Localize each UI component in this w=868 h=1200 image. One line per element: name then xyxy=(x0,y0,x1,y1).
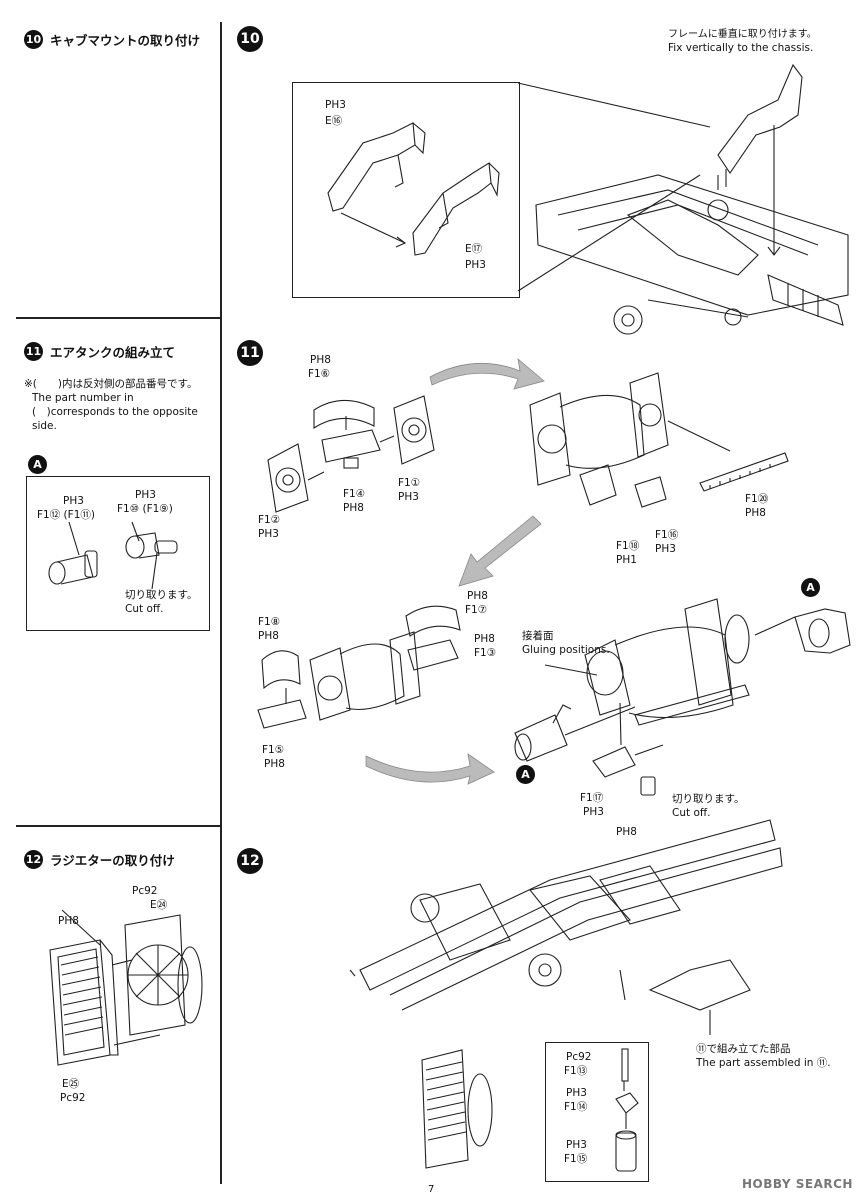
part-label: PH8 xyxy=(264,758,285,770)
part-label: E㉕ xyxy=(62,1078,80,1090)
part-label: Pc92 xyxy=(566,1051,592,1063)
step-12-inset-box: Pc92 F1⑬ PH3 F1⑭ PH3 F1⑮ xyxy=(545,1042,649,1182)
assembled-note-en: The part assembled in ⑪. xyxy=(696,1057,831,1069)
part-label: PH3 xyxy=(63,495,84,507)
part-label: PH3 xyxy=(655,543,676,555)
section-title-text: エアタンクの組み立て xyxy=(50,345,176,360)
marker-a: A xyxy=(516,765,535,784)
radiator-drawing xyxy=(49,909,203,1066)
inset-parts-drawing xyxy=(615,1048,639,1172)
part-label: PH8 xyxy=(467,590,488,602)
air-tank-exploded-2 xyxy=(257,605,461,729)
parts-note: ※( )内は反対側の部品番号です。 The part number in ( )… xyxy=(24,377,218,433)
part-label: E㉔ xyxy=(150,899,168,911)
step-badge: 12 xyxy=(24,850,43,869)
detail-a-box: PH3 F1⑫ (F1⑪) PH3 F1⑩ (F1⑨) 切り取ります。 Cut … xyxy=(26,476,210,631)
step-11-badge: 11 xyxy=(237,340,263,366)
step-10-badge: 10 xyxy=(237,26,263,52)
part-label: PH3 xyxy=(135,489,156,501)
gluing-en: Gluing positions. xyxy=(522,644,610,656)
air-tank-part-drawing xyxy=(48,521,178,590)
part-label: E⑰ xyxy=(465,243,483,255)
part-label: F1② xyxy=(258,514,281,526)
step-10-note-en: Fix vertically to the chassis. xyxy=(668,42,814,54)
detail-a-badge: A xyxy=(28,455,47,474)
part-label: F1④ xyxy=(343,488,366,500)
part-label: PH8 xyxy=(310,354,331,366)
note-en: The part number in ( )corresponds to the… xyxy=(32,392,198,432)
part-label: F1⑱ xyxy=(616,540,640,552)
part-label: PH8 xyxy=(616,826,637,838)
section-title-text: キャブマウントの取り付け xyxy=(50,33,201,48)
flow-arrow xyxy=(429,357,545,390)
part-label: F1⑬ xyxy=(564,1065,588,1077)
part-label: PH8 xyxy=(343,502,364,514)
section-11-title: 11 エアタンクの組み立て xyxy=(24,342,175,361)
chassis-radiator-drawing xyxy=(349,819,783,1035)
part-label: PH3 xyxy=(583,806,604,818)
step-badge: 10 xyxy=(24,30,43,49)
air-tank-exploded-1 xyxy=(267,395,435,513)
part-label: F1⑰ xyxy=(580,792,604,804)
section-12-title: 12 ラジエターの取り付け xyxy=(24,850,175,869)
air-tank-assembled-1 xyxy=(529,372,789,508)
part-label: E⑯ xyxy=(325,115,343,127)
air-tank-assembled-2 xyxy=(514,598,851,796)
marker-a: A xyxy=(801,578,820,597)
cut-off-en: Cut off. xyxy=(672,807,711,819)
part-label: F1⑳ xyxy=(745,493,769,505)
part-label: PH3 xyxy=(398,491,419,503)
part-label: Pc92 xyxy=(132,885,158,897)
step-12-badge: 12 xyxy=(237,848,263,874)
cut-off-en: Cut off. xyxy=(125,603,164,615)
gluing-jp: 接着面 xyxy=(522,630,554,642)
watermark: HOBBY SEARCH xyxy=(742,1177,853,1191)
page-number: 7 xyxy=(428,1184,435,1195)
note-jp: ※( )内は反対側の部品番号です。 xyxy=(24,378,198,390)
column-divider xyxy=(220,22,222,1184)
part-label: F1⑯ xyxy=(655,529,679,541)
section-title-text: ラジエターの取り付け xyxy=(50,853,175,868)
cut-off-jp: 切り取ります。 xyxy=(672,793,745,805)
part-label: F1① xyxy=(398,477,421,489)
part-label: F1⑮ xyxy=(564,1153,588,1165)
section-10-title: 10 キャブマウントの取り付け xyxy=(24,30,200,49)
step-10-detail-box: PH3 E⑯ E⑰ PH3 xyxy=(292,82,520,298)
part-label: PH3 xyxy=(465,259,486,271)
part-label: F1⑤ xyxy=(262,744,285,756)
assembled-note-jp: ⑪で組み立てた部品 xyxy=(696,1043,791,1055)
part-label: PH1 xyxy=(616,554,637,566)
part-label: F1⑭ xyxy=(564,1101,588,1113)
part-label: PH8 xyxy=(58,915,79,927)
part-label: F1⑥ xyxy=(308,368,331,380)
radiator-bottom-drawing xyxy=(421,1049,493,1169)
part-label: F1⑫ (F1⑪) xyxy=(37,509,95,521)
part-label: PH3 xyxy=(258,528,279,540)
step-10-note-jp: フレームに垂直に取り付けます。 xyxy=(668,29,817,40)
cut-off-jp: 切り取ります。 xyxy=(125,589,198,601)
cab-mount-drawing xyxy=(327,122,500,256)
part-label: PH8 xyxy=(474,633,495,645)
part-label: F1③ xyxy=(474,647,497,659)
part-label: PH3 xyxy=(566,1139,587,1151)
part-label: Pc92 xyxy=(60,1092,86,1104)
part-label: F1⑦ xyxy=(465,604,488,616)
chassis-frame-drawing xyxy=(517,63,849,335)
part-label: PH8 xyxy=(258,630,279,642)
section-divider xyxy=(16,825,221,827)
section-divider xyxy=(16,317,221,319)
part-label: PH8 xyxy=(745,507,766,519)
part-label: F1⑧ xyxy=(258,616,281,628)
flow-arrow xyxy=(365,753,495,785)
part-label: PH3 xyxy=(566,1087,587,1099)
part-label: F1⑩ (F1⑨) xyxy=(117,503,173,515)
part-label: PH3 xyxy=(325,99,346,111)
flow-arrow xyxy=(458,515,542,587)
step-badge: 11 xyxy=(24,342,43,361)
